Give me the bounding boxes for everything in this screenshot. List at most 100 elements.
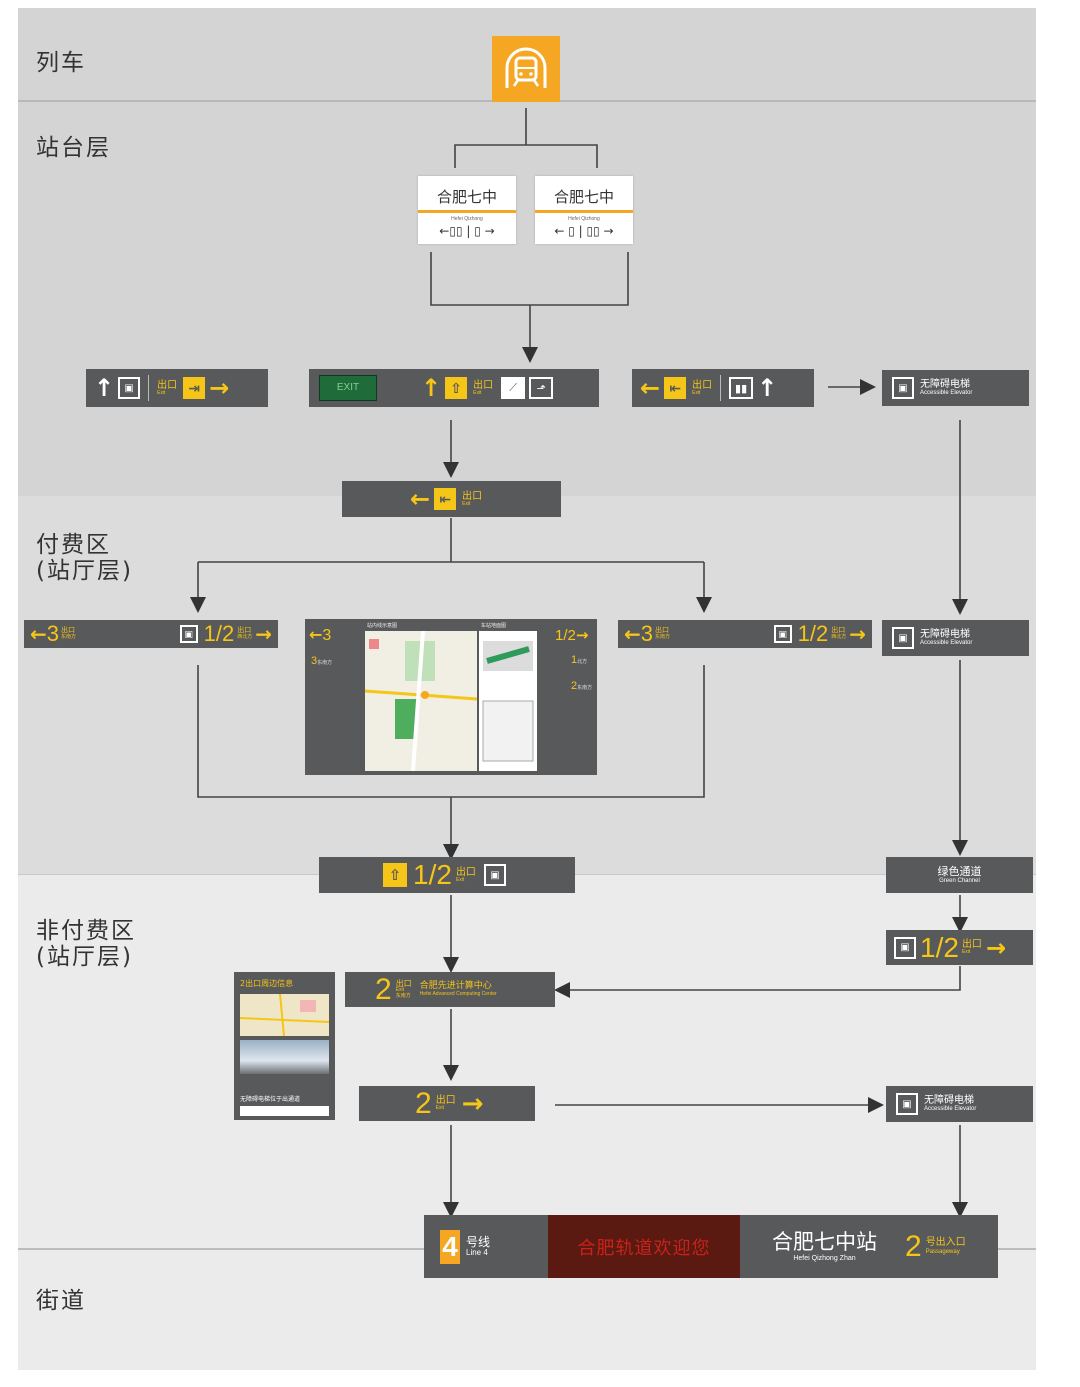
exit-label-en: Exit [473, 389, 482, 396]
exit-12-number: 1/2 [413, 859, 452, 890]
map-exit-2-dir: 东南方 [577, 685, 593, 691]
zone-label-unpaid-line1: 非付费区 [36, 918, 136, 944]
arrow-left-icon: ← [309, 625, 323, 644]
station-name-zh: 合肥七中站 [772, 1229, 877, 1254]
exit-label-zh: 出口 [692, 379, 713, 391]
arrow-left-icon: ← [640, 374, 661, 402]
line-label: 号线 Line 4 [466, 1236, 490, 1257]
elevator-icon: ▣ [118, 377, 141, 399]
exit-label-zh: 出口 [455, 866, 476, 878]
paid-sign-right: ← 3 出口东南方 ▣ 1/2 出口西北方 → [618, 620, 872, 648]
platform-elevator-sign: ▣ 无障碍电梯 Accessible Elevator [882, 370, 1029, 406]
map-exit-1-number: 1 [571, 654, 578, 666]
station-map-panel: ←3 3东南方 站内线示意图 车站地面图 1/2→ 1北方 2东南方 [305, 619, 597, 775]
map-exit-3-small-number: 3 [311, 655, 318, 667]
exit-2-number: 2 [375, 972, 392, 1006]
unpaid-elevator-sign: ▣ 无障碍电梯 Accessible Elevator [886, 1086, 1033, 1122]
arrow-right-icon: → [255, 622, 272, 646]
arrow-up-icon: ↑ [757, 374, 778, 402]
map-area: 站内线示意图 [365, 623, 477, 771]
exit-12-label: 出口西北方 [831, 627, 846, 640]
exit-icon: ⇤ [434, 488, 457, 510]
line-label-en: Line 4 [466, 1247, 488, 1257]
map-exit-1: 1北方 [571, 654, 597, 666]
exit-label-en: Exit [692, 389, 701, 396]
station-entrance-sign: 4 号线 Line 4 合肥轨道欢迎您 合肥七中站 Hefei Qizhong … [424, 1215, 998, 1278]
map-exit-3-number: 3 [322, 627, 332, 644]
destination-zh: 合肥先进计算中心 [419, 981, 492, 992]
exit-dir: 西北方 [237, 634, 253, 641]
conn-exit12-to-exit2 [554, 966, 961, 998]
green-channel-zh: 绿色通道 [937, 865, 982, 879]
elevator-label-en: Accessible Elevator [920, 640, 973, 647]
station-board-left: 合肥七中 Hefei Qizhong ←▯▯ | ▯ → [418, 176, 516, 244]
exit-label-en: Exit [462, 500, 471, 507]
exit-label-en: Exit [157, 389, 166, 396]
arrow-right-icon: → [575, 626, 589, 644]
station-board-stripe [418, 210, 516, 213]
map-streets [365, 631, 477, 771]
exit-label-zh: 出口 [831, 627, 846, 635]
exit-12-number: 1/2 [797, 621, 829, 646]
exit-label-en: Exit [435, 1105, 445, 1111]
map-exit-1-dir: 北方 [577, 659, 588, 665]
elevator-label-zh: 无障碍电梯 [920, 628, 970, 640]
exit-dir: 东南方 [655, 634, 671, 641]
map-left-column: ←3 3东南方 [305, 619, 361, 775]
zone-label-unpaid-line2: (站厅层) [36, 944, 133, 970]
station-board-pinyin: Hefei Qizhong [451, 216, 483, 222]
sign-divider [720, 375, 722, 401]
zone-label-train: 列车 [36, 50, 86, 76]
exit-2-destination: 合肥先进计算中心 Hefei Advanced Computing Center [419, 981, 497, 997]
map-exit-2-number: 2 [571, 680, 578, 692]
zone-label-unpaid: 非付费区 (站厅层) [36, 918, 136, 970]
green-channel-label: 绿色通道 Green Channel [938, 866, 982, 884]
welcome-led-panel: 合肥轨道欢迎您 [548, 1215, 740, 1278]
exit-up-icon: ⇧ [445, 377, 468, 399]
line-badge-area: 4 号线 Line 4 [424, 1215, 548, 1278]
entrance-label-en: Passageway [925, 1248, 960, 1255]
elevator-icon: ▣ [773, 625, 792, 643]
station-board-right: 合肥七中 Hefei Qizhong ← ▯ | ▯▯ → [535, 176, 633, 244]
elevator-icon: ▣ [892, 377, 914, 399]
elevator-label-zh: 无障碍电梯 [924, 1094, 974, 1106]
arrow-up-icon: ↑ [94, 374, 115, 402]
exit-3-number: 3 [46, 621, 60, 646]
exit-12-number: 1/2 [920, 931, 959, 963]
sign-divider [148, 375, 150, 401]
arrow-left-icon: ← [624, 622, 641, 646]
poster-footer: 无障碍电梯位于出通道 [240, 1096, 301, 1103]
poster-map [239, 993, 330, 1037]
elevator-label: 无障碍电梯 Accessible Elevator [920, 378, 972, 397]
station-name: 合肥七中站 Hefei Qizhong Zhan [772, 1231, 877, 1262]
exit-label-zh: 出口 [655, 627, 670, 635]
exit-2-number: 2 [415, 1086, 432, 1120]
exit-label-en: Exit [395, 987, 405, 994]
elevator-icon: ▣ [894, 936, 916, 959]
arrow-right-icon: → [849, 622, 866, 646]
paid-elevator-sign: ▣ 无障碍电梯 Accessible Elevator [882, 620, 1029, 656]
exit-label-en: Exit [455, 876, 465, 883]
exit-label-zh: 出口 [435, 1095, 456, 1106]
zone-label-paid-line2: (站厅层) [36, 558, 133, 584]
conn-boards-merge [430, 252, 629, 306]
exit-label-zh: 出口 [395, 978, 412, 988]
zone-label-street: 街道 [36, 1288, 86, 1314]
entrance-number: 2 [905, 1229, 922, 1263]
elevator-label: 无障碍电梯 Accessible Elevator [924, 1094, 976, 1113]
station-board-pinyin: Hefei Qizhong [568, 216, 600, 222]
destination-en: Hefei Advanced Computing Center [419, 990, 497, 997]
zone-label-platform: 站台层 [36, 135, 111, 161]
conn-train-to-boards [454, 108, 598, 168]
map-exit-3-small: 3东南方 [311, 655, 361, 667]
elevator-label-zh: 无障碍电梯 [920, 378, 970, 390]
